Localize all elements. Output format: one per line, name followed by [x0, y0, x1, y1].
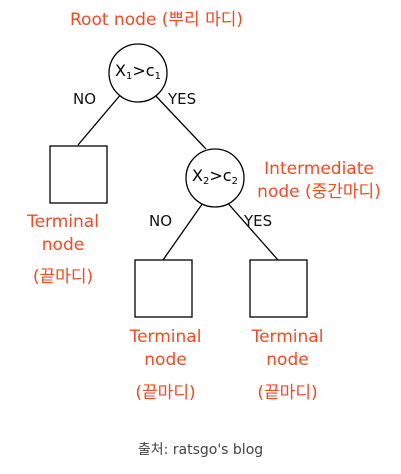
- terminal-node-box-1: [49, 145, 108, 204]
- inter-cond-thr-sub: 2: [231, 176, 238, 187]
- edge-label-root-no: NO: [73, 90, 97, 108]
- edge-root-no: [77, 92, 123, 146]
- root-cond-thr-sub: 1: [154, 71, 161, 82]
- intermediate-node-label-line1: Intermediate: [264, 159, 374, 179]
- root-cond-var: X: [115, 61, 126, 80]
- intermediate-condition: X2>c2: [186, 166, 244, 192]
- root-cond-thr: c: [145, 61, 155, 80]
- edge-inter-yes: [224, 199, 279, 261]
- edge-label-inter-no: NO: [149, 212, 173, 230]
- source-caption: 출처: ratsgo's blog: [137, 442, 264, 458]
- root-condition: X1>c1: [109, 61, 167, 87]
- terminal-1-line3: (끝마디): [32, 267, 94, 287]
- terminal-2-line3: (끝마디): [135, 383, 196, 403]
- terminal-3-line2: node: [266, 350, 309, 370]
- inter-cond-op: >: [209, 166, 223, 185]
- edge-inter-no: [162, 199, 206, 261]
- inter-cond-var-sub: 2: [203, 176, 210, 187]
- terminal-3-line1: Terminal: [251, 327, 324, 347]
- root-cond-var-sub: 1: [126, 71, 133, 82]
- edge-label-root-yes: YES: [168, 90, 197, 108]
- terminal-2-line1: Terminal: [129, 327, 202, 347]
- terminal-1-line1: Terminal: [27, 212, 99, 232]
- terminal-3-line3: (끝마디): [257, 383, 318, 403]
- root-cond-op: >: [132, 61, 146, 80]
- intermediate-node-label-line2: node (중간마디): [257, 182, 381, 202]
- inter-cond-thr: c: [222, 166, 232, 185]
- edge-label-inter-yes: YES: [244, 212, 273, 230]
- intermediate-node-circle: [185, 148, 245, 208]
- inter-cond-var: X: [192, 166, 203, 185]
- terminal-node-box-3: [249, 259, 308, 318]
- terminal-1-line2: node: [41, 235, 85, 255]
- terminal-2-line2: node: [144, 350, 187, 370]
- root-node-circle: [108, 43, 168, 103]
- terminal-node-box-2: [134, 259, 193, 318]
- root-node-label: Root node (뿌리 마디): [70, 10, 243, 30]
- edge-root-yes: [152, 92, 207, 150]
